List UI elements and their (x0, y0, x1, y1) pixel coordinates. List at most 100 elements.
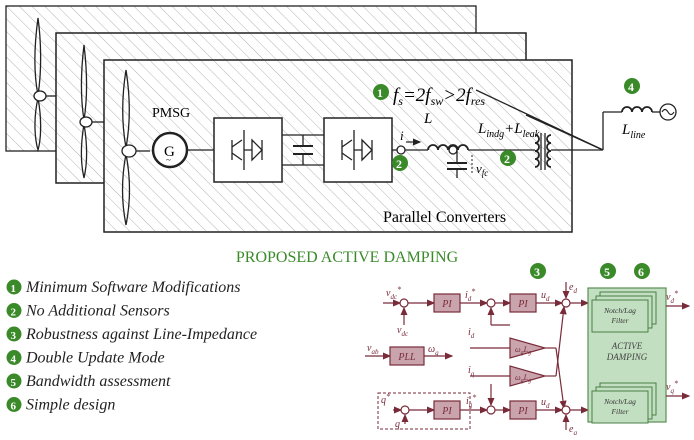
reactive-power-loop-box (377, 392, 471, 430)
current-sensor-icon (396, 145, 406, 155)
feature-number: 5 (11, 377, 17, 389)
id-ref-label: id* (465, 287, 475, 303)
svg-text:Notch/Lag: Notch/Lag (603, 397, 636, 406)
badge-4-icon: 4 (624, 78, 640, 94)
vdc-meas-label: vdc (397, 325, 409, 338)
svg-text:Notch/Lag: Notch/Lag (603, 306, 636, 315)
svg-text:4: 4 (628, 80, 634, 94)
feature-number-badge (6, 397, 22, 412)
svg-text:PI: PI (441, 406, 452, 417)
damping-title: PROPOSED ACTIVE DAMPING (236, 249, 459, 266)
inverter-block (323, 117, 393, 183)
badge-2b-icon: 2 (500, 150, 516, 166)
feature-item: 6 Simple design (6, 397, 115, 414)
inductor-label: L (423, 111, 432, 127)
feature-number: 1 (11, 283, 17, 295)
svg-text:5: 5 (604, 265, 610, 279)
filter-inductor (427, 144, 469, 151)
inductor-current-label: i (400, 128, 404, 143)
badge-5-icon: 5 (600, 263, 616, 279)
svg-text:2: 2 (396, 157, 402, 171)
iq-sum-junction (486, 405, 496, 415)
active-damping-line1: ACTIVE (611, 341, 643, 351)
vd-ref-out-label: vd* (666, 289, 678, 305)
svg-text:6: 6 (638, 265, 644, 279)
q-sum-junction (400, 405, 410, 415)
feature-number-badge (6, 350, 22, 365)
svg-text:~: ~ (166, 155, 171, 165)
vdc-ref-label: vdc* (386, 285, 401, 301)
feature-item: 5 Bandwidth assessment (6, 373, 171, 390)
vab-label: vab (367, 343, 379, 356)
ed-sum-junction (561, 298, 571, 308)
svg-text:PLL: PLL (397, 352, 416, 363)
eq-label: eq (569, 424, 577, 435)
feature-item: 4 Double Update Mode (6, 350, 165, 367)
iq-ref-label: iq* (466, 393, 476, 409)
feature-text: Simple design (26, 397, 115, 414)
feature-number: 6 (11, 401, 17, 413)
grid-source-icon (659, 103, 677, 121)
transformer-icon (534, 133, 552, 170)
transformer-inductance-label: Lindg+Lleak (477, 121, 540, 140)
feature-number: 4 (11, 354, 17, 366)
q-ref-label: q* (381, 392, 390, 406)
pmsg-label: PMSG (152, 106, 190, 121)
svg-text:Filter: Filter (610, 316, 628, 325)
ud-top-label: ud (541, 290, 550, 303)
eq-sum-junction (561, 405, 571, 415)
filter-capacitor (447, 145, 467, 178)
feature-text: Double Update Mode (25, 350, 165, 367)
feature-text: No Additional Sensors (25, 303, 170, 320)
feature-number-badge (6, 373, 22, 389)
vq-ref-out-label: vq* (666, 379, 678, 395)
generator-icon: G ~ (151, 131, 189, 169)
rectifier-block (213, 117, 283, 183)
feature-text: Minimum Software Modifications (25, 279, 241, 296)
feature-item: 1 Minimum Software Modifications (6, 279, 241, 296)
notch-filter-stack-bottom: Notch/Lag Filter (591, 382, 657, 424)
wind-turbine-back-icon (33, 17, 56, 153)
line-inductor (621, 106, 653, 113)
feature-text: Robustness against Line-Impedance (25, 326, 257, 343)
ed-label: ed (569, 282, 577, 295)
iq-meas-label: iq (468, 365, 475, 378)
dc-link-capacitor (282, 134, 324, 166)
svg-text:1: 1 (377, 86, 383, 100)
badge-6-icon: 6 (634, 263, 650, 279)
wind-turbine-front-icon (121, 69, 150, 226)
svg-text:PI: PI (517, 406, 528, 417)
notch-filter-stack-top: Notch/Lag Filter (591, 291, 657, 333)
badge-2a-icon: 2 (392, 155, 408, 171)
parallel-output-lines (475, 89, 622, 151)
uq-label: ud (541, 397, 550, 410)
control-diagram: 3 5 6 vdc* vdc PI id* PI ud ed (365, 263, 691, 437)
active-damping-line2: DAMPING (606, 352, 648, 362)
id-meas-label: id (468, 327, 475, 340)
svg-text:PI: PI (517, 299, 528, 310)
badge-3-icon: 3 (530, 263, 546, 279)
feature-number-badge (6, 279, 22, 295)
feature-number-badge (6, 326, 22, 342)
badge-1-icon: 1 (373, 84, 389, 100)
wind-turbine-middle-icon (79, 44, 104, 179)
omega-g-label: ωg (428, 344, 439, 357)
svg-text:ωgLg: ωgLg (515, 345, 531, 356)
svg-text:3: 3 (534, 265, 540, 279)
sampling-equation: fs=2fsw>2fres (393, 85, 485, 108)
vdc-sum-junction (399, 298, 409, 308)
feature-text: Bandwidth assessment (26, 373, 171, 390)
svg-text:2: 2 (504, 152, 510, 166)
svg-text:PI: PI (441, 299, 452, 310)
id-sum-junction (486, 298, 496, 308)
capacitor-voltage-label: vfc (476, 161, 488, 178)
parallel-converters-caption: Parallel Converters (383, 209, 506, 226)
svg-text:Filter: Filter (610, 407, 628, 416)
svg-text:ωgLg: ωgLg (515, 373, 531, 384)
q-meas-label: q (395, 419, 400, 430)
